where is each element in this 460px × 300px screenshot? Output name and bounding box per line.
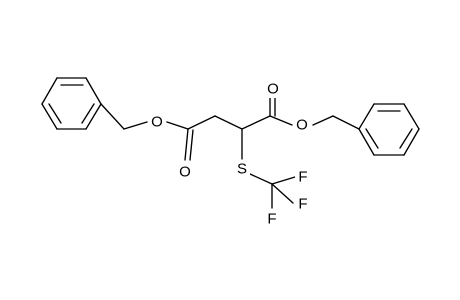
bond (241, 115, 271, 130)
bond (365, 128, 379, 149)
bond (100, 103, 125, 130)
bond (85, 77, 102, 105)
bond (214, 115, 243, 130)
bond (332, 115, 360, 130)
oxygen-ester-left: O (151, 114, 163, 131)
sulfur-atom: S (237, 161, 247, 178)
bond (271, 176, 296, 185)
atom-labels: O O O O S F F F (149, 80, 311, 228)
bond (399, 128, 413, 149)
right-benzene-ring (358, 103, 420, 156)
bond (85, 103, 102, 130)
bond (403, 128, 420, 156)
bond (48, 103, 62, 124)
oxygen-carbonyl-left: O (179, 164, 191, 181)
fluorine-atom-right: F (298, 169, 307, 186)
bond (41, 77, 58, 105)
oxygen-carbonyl-right: O (267, 81, 279, 98)
bond (187, 115, 216, 130)
oxygen-ester-right: O (296, 117, 308, 134)
right-ester-linker (269, 92, 360, 130)
bond (123, 121, 148, 130)
fluorine-atom-bottom: F (267, 211, 276, 228)
central-chain (214, 115, 296, 209)
bond (358, 103, 375, 130)
bond (312, 115, 334, 126)
bond (358, 128, 375, 156)
bond (271, 183, 294, 204)
bond (41, 103, 58, 130)
bond (81, 103, 95, 124)
bond (184, 128, 189, 161)
bond (403, 103, 420, 130)
bond (166, 121, 189, 130)
bond (269, 115, 293, 126)
left-ester-linker (100, 103, 216, 161)
bond (189, 129, 194, 161)
left-benzene-ring (41, 77, 102, 130)
fluorine-atom-lower: F (298, 196, 307, 213)
bond (249, 173, 273, 185)
